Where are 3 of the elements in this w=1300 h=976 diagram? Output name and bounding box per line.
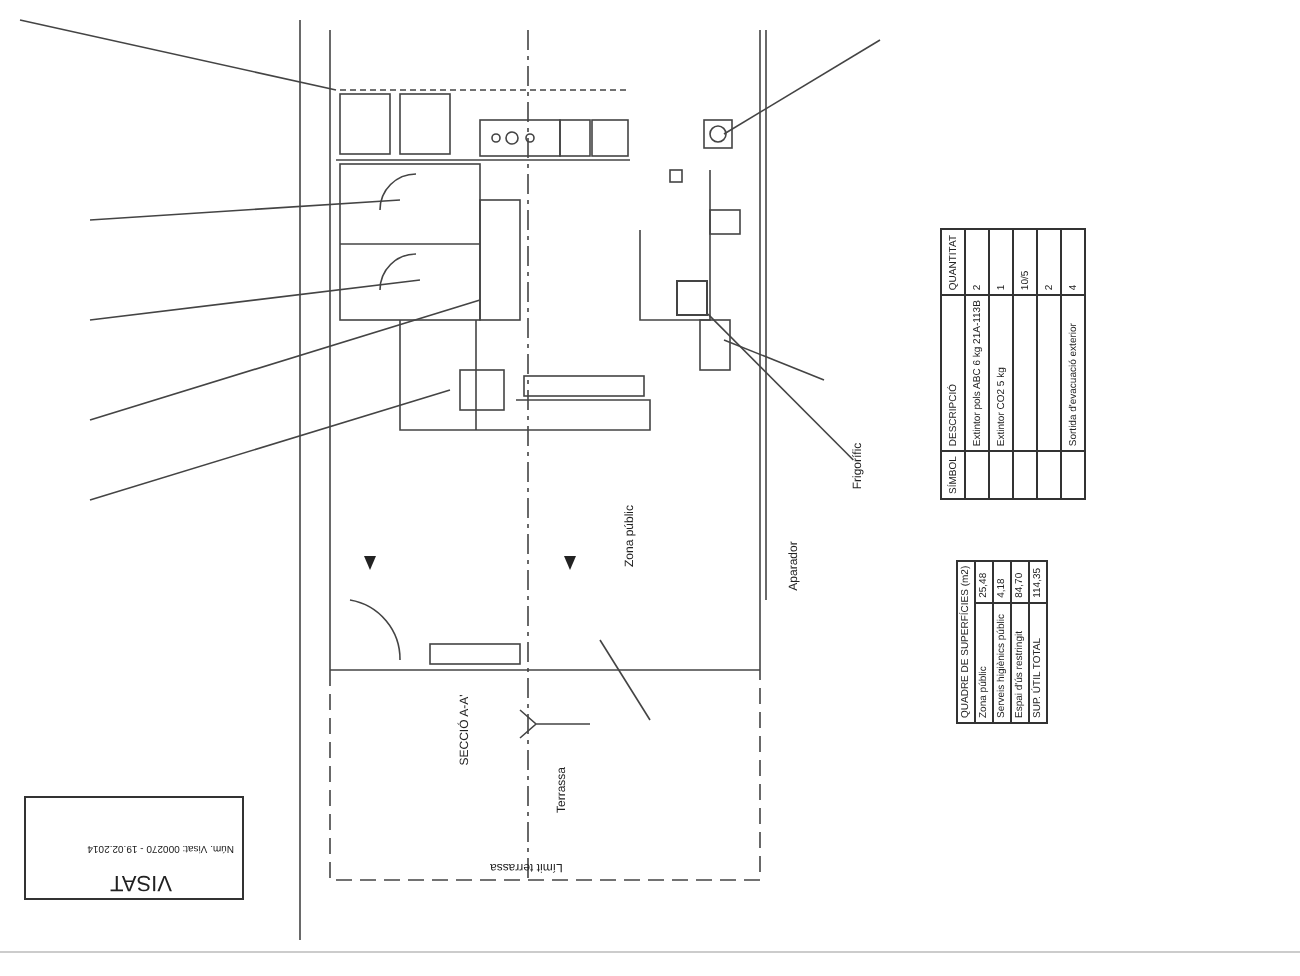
leader-line xyxy=(707,313,855,461)
stamp-title: VISAT xyxy=(110,870,172,894)
fridge-symbol xyxy=(676,280,708,316)
